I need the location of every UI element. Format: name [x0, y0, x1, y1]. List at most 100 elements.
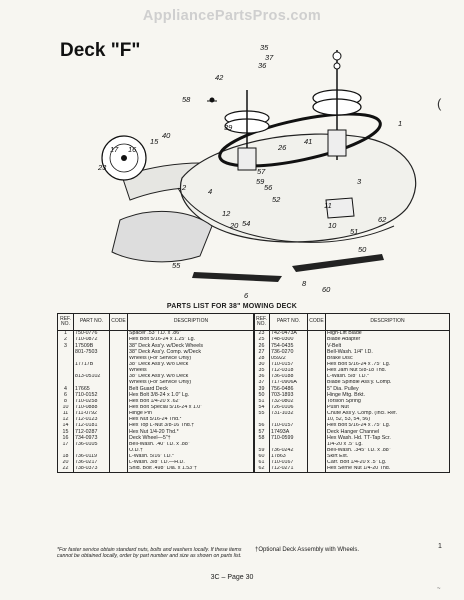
callout-6: 6	[244, 291, 249, 300]
part-number-cell: 742-0473A	[269, 330, 308, 338]
callout-39: 39	[224, 123, 233, 132]
callout-42: 42	[215, 73, 224, 82]
part-number-cell: 712-0271	[269, 466, 308, 474]
callout-2: 2	[181, 183, 187, 192]
stray-mark: (	[437, 96, 442, 111]
page-title: Deck "F"	[60, 40, 141, 61]
ref-header: REF. NO.	[253, 313, 270, 331]
hinge-bracket-shape	[325, 197, 355, 219]
callout-12: 12	[222, 209, 231, 218]
code-cell	[307, 330, 326, 338]
description-cell: Hex Wash. Hd. TT-Tap Scr.	[325, 435, 450, 442]
table-row: 10, 52, 53, 54, 56)	[253, 416, 450, 424]
description-cell: V-Belt	[325, 343, 450, 350]
description-cell: Carr. Bolt 1/4-20 x .5" Lg.	[325, 459, 450, 467]
callout-17: 17	[110, 145, 119, 154]
exploded-deck-diagram: 35 37 36 42 58 39 40 17 16 15 23 57 59 5…	[82, 30, 452, 302]
description-cell: Hex Serne Nut 1/4-20 Thd.	[325, 466, 450, 474]
corner-mark: ~	[437, 586, 441, 592]
callout-56: 56	[264, 183, 273, 192]
deck-rim-shape	[177, 187, 395, 243]
right-spindle-shape	[327, 129, 347, 157]
discharge-chute-shape	[111, 211, 213, 263]
callout-35: 35	[260, 43, 269, 52]
callout-41: 41	[304, 137, 312, 146]
ref-cell: 23	[253, 330, 270, 338]
description-header: DESCRIPTION	[127, 313, 255, 331]
code-cell	[109, 330, 128, 338]
callout-1: 1	[398, 119, 402, 128]
description-cell: Chute Ass'y. Comp. (Incl. Ref.	[325, 410, 450, 417]
description-cell: Blade Spindle Ass'y. Comp.	[325, 380, 450, 387]
callout-62: 62	[378, 215, 387, 224]
callout-3: 3	[357, 177, 362, 186]
description-cell: High-Lift Blade	[325, 330, 450, 338]
code-header: CODE	[109, 313, 128, 331]
table-row: 1/4-20 x .5" Lg.	[253, 441, 450, 448]
part-number-cell: 750-0776	[73, 330, 110, 338]
left-blade-shape	[192, 272, 282, 282]
code-cell	[109, 466, 128, 474]
ref-cell: 22	[57, 466, 74, 474]
description-cell: Hex Bolt 5/16-24 x .75" Lg.	[325, 361, 450, 368]
part-header: PART NO.	[269, 313, 308, 331]
description-cell: 1/4-20 x .5" Lg.	[325, 441, 450, 448]
description-cell: L-Wash. 5/8" I.D.*	[325, 373, 450, 381]
callout-8: 8	[302, 279, 307, 288]
description-cell: 10, 52, 53, 54, 56)	[325, 416, 450, 424]
washer-shape	[333, 62, 341, 70]
right-blade-shape	[292, 254, 384, 272]
deck-drawing: 35 37 36 42 58 39 40 17 16 15 23 57 59 5…	[97, 43, 417, 300]
description-cell: Torsion Spring	[325, 398, 450, 405]
table-header-row: REF. NO. PART NO. CODE DESCRIPTION	[253, 313, 450, 331]
description-cell: Bell-Wash. 1/4" I.D.	[325, 349, 450, 356]
callout-4: 4	[208, 187, 212, 196]
description-cell: Spacer .53" I.D. x .86"	[127, 330, 255, 338]
description-header: DESCRIPTION	[325, 313, 450, 331]
callout-11: 11	[324, 201, 332, 210]
part-header: PART NO.	[73, 313, 110, 331]
bolt-head-shape	[209, 97, 215, 103]
ref-cell: 1	[57, 330, 74, 338]
deck-housing-shape	[179, 133, 417, 243]
description-cell: Shld. Bolt .498" Dia. x 1.53"†	[127, 466, 255, 474]
description-cell: Brake Disc	[325, 355, 450, 362]
description-cell: Hex Bolt 5/16-24 x .75" Lg.	[325, 423, 450, 430]
optional-deck-note: †Optional Deck Assembly with Wheels.	[255, 547, 360, 553]
callout-16: 16	[128, 145, 137, 154]
left-spindle-shape	[237, 147, 257, 171]
callout-58: 58	[182, 95, 191, 104]
parts-list-title: PARTS LIST FOR 38" MOWING DECK	[166, 303, 298, 310]
hardware-footnote: *For faster service obtain standard nuts…	[57, 547, 242, 560]
description-cell: Deck Hanger Channel	[325, 429, 450, 436]
spindle-nut-shape	[332, 51, 342, 61]
callout-50: 50	[358, 245, 367, 254]
code-header: CODE	[307, 313, 326, 331]
callout-57: 57	[257, 167, 266, 176]
callout-40: 40	[162, 131, 171, 140]
site-title: AppliancePartsPros.com	[142, 8, 322, 24]
